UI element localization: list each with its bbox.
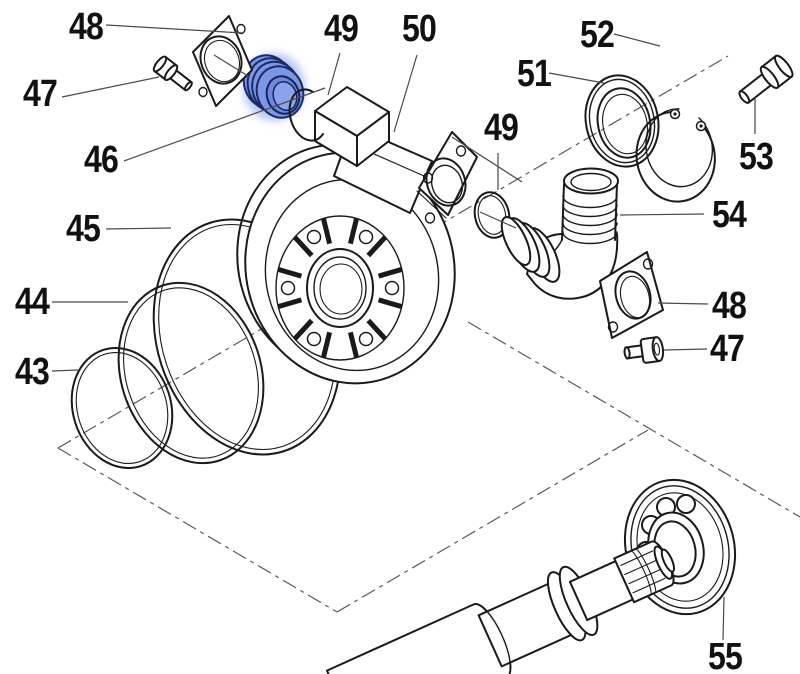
callout-44[interactable]: 44 (15, 281, 51, 323)
callout-53[interactable]: 53 (739, 136, 774, 178)
callout-43[interactable]: 43 (15, 351, 50, 393)
zone-edge-bottom (336, 429, 649, 613)
callout-47-right[interactable]: 47 (710, 328, 745, 370)
part-flange-gasket-48-top (192, 15, 253, 107)
callout-54[interactable]: 54 (712, 194, 748, 236)
callout-51[interactable]: 51 (517, 53, 553, 95)
callout-47-top[interactable]: 47 (23, 73, 58, 115)
callout-48-right[interactable]: 48 (712, 285, 747, 327)
callout-49-port[interactable]: 49 (484, 107, 519, 149)
zone-edge-right (467, 321, 800, 518)
part-flange-gasket-48-right (599, 251, 664, 339)
part-cap-screw-53 (738, 54, 794, 104)
part-o-ring-medium-44 (117, 281, 265, 465)
part-snap-ring-49 (288, 88, 324, 142)
part-pump-casing-50 (236, 86, 478, 385)
part-seal-ring-51 (584, 74, 660, 168)
callout-52[interactable]: 52 (580, 14, 615, 56)
part-circlip-52 (635, 108, 716, 203)
callout-labels: 48 47 46 49 50 51 52 49 53 54 48 47 45 4… (15, 6, 774, 674)
vane-ring (277, 217, 403, 359)
zone-edge-left (57, 447, 338, 613)
casing-top-block (314, 86, 390, 167)
part-bolt-47-top (152, 55, 193, 92)
callout-45[interactable]: 45 (66, 208, 102, 250)
part-o-ring-49-port (473, 191, 511, 239)
callout-50[interactable]: 50 (402, 8, 437, 50)
part-cap-screw-47-flange (623, 336, 665, 364)
callout-46[interactable]: 46 (84, 139, 119, 181)
casing-port-flange (416, 131, 478, 224)
part-ball-bearing-55 (623, 478, 737, 616)
callout-55[interactable]: 55 (708, 636, 744, 674)
leader-lines (51, 24, 756, 641)
part-elbow-fitting-54 (500, 167, 619, 300)
callout-49-left[interactable]: 49 (324, 8, 359, 50)
part-o-ring-small-43 (70, 347, 174, 469)
callout-48-top[interactable]: 48 (69, 6, 104, 48)
